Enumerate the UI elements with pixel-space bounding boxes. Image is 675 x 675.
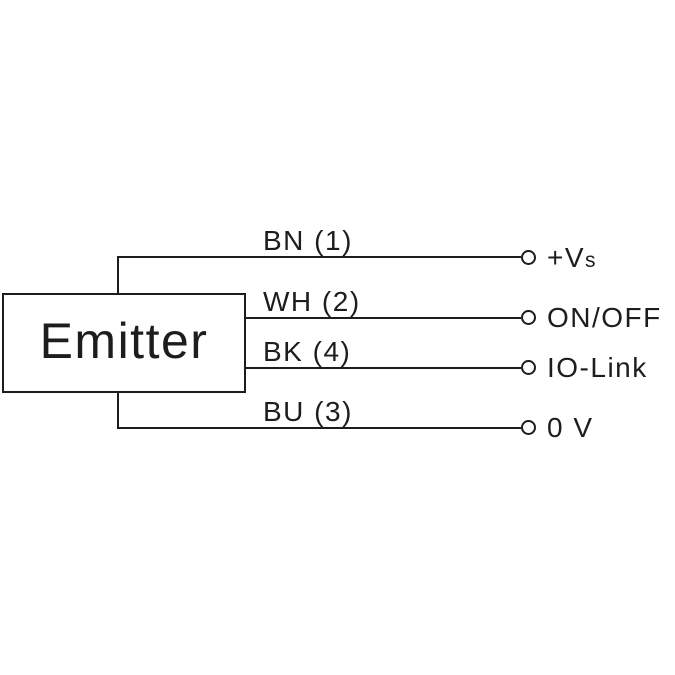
terminal-label-onoff-text: ON/OFF bbox=[547, 302, 662, 333]
wire-bn-horizontal-segment bbox=[117, 256, 521, 258]
terminal-label-vs-suffix: s bbox=[585, 249, 598, 272]
emitter-box: Emitter bbox=[2, 293, 246, 393]
terminal-circle-0v bbox=[521, 420, 536, 435]
terminal-circle-onoff bbox=[521, 310, 536, 325]
wire-label-bk: BK (4) bbox=[263, 336, 352, 367]
terminal-label-iolink: IO-Link bbox=[547, 353, 648, 386]
terminal-label-vs-text: +V bbox=[547, 242, 586, 273]
terminal-label-0v: 0 V bbox=[547, 413, 594, 446]
wire-label-bu: BU (3) bbox=[263, 396, 353, 427]
wire-bn-vertical-segment bbox=[117, 256, 119, 295]
wire-wh-horizontal-segment bbox=[244, 317, 521, 319]
wire-bu-vertical-segment bbox=[117, 391, 119, 429]
emitter-label: Emitter bbox=[39, 313, 209, 369]
wire-label-bn: BN (1) bbox=[263, 225, 353, 256]
terminal-circle-vs bbox=[521, 250, 536, 265]
terminal-circle-iolink bbox=[521, 360, 536, 375]
wire-bu-horizontal-segment bbox=[117, 427, 521, 429]
wire-label-wh: WH (2) bbox=[263, 286, 361, 317]
terminal-label-iolink-text: IO-Link bbox=[547, 352, 648, 383]
wire-bk-horizontal-segment bbox=[244, 367, 521, 369]
terminal-label-onoff: ON/OFF bbox=[547, 303, 662, 336]
terminal-label-0v-text: 0 V bbox=[547, 412, 594, 443]
terminal-label-vs: +Vs bbox=[547, 243, 597, 276]
